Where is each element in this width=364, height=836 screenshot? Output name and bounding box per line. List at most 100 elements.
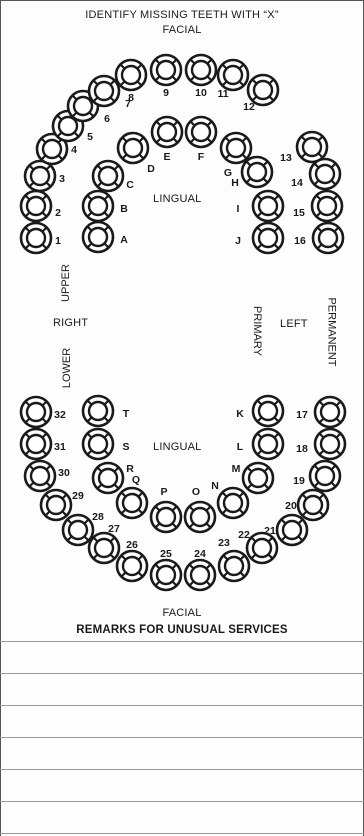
lower-primary-tooth-p[interactable] (151, 502, 181, 532)
lower-permanent-tooth-25[interactable] (151, 560, 181, 590)
upper-permanent-tooth-label-14: 14 (291, 177, 303, 189)
lower-primary-tooth-l[interactable] (253, 429, 283, 459)
upper-primary-tooth-label-d: D (147, 163, 155, 175)
lower-permanent-tooth-30[interactable] (25, 461, 55, 491)
remarks-line[interactable] (0, 705, 364, 706)
upper-permanent-tooth-2[interactable] (21, 191, 51, 221)
upper-permanent-tooth-label-12: 12 (243, 101, 255, 113)
lower-permanent-tooth-label-24: 24 (194, 548, 206, 560)
upper-primary-tooth-label-a: A (120, 234, 128, 246)
lower-permanent-tooth-label-29: 29 (72, 490, 84, 502)
remarks-line[interactable] (0, 801, 364, 802)
upper-primary-tooth-label-e: E (163, 151, 170, 163)
lower-permanent-tooth-29[interactable] (41, 490, 71, 520)
upper-permanent-tooth-10[interactable] (186, 55, 216, 85)
lower-permanent-tooth-18[interactable] (315, 429, 345, 459)
upper-primary-tooth-h[interactable] (242, 157, 272, 187)
remarks-line[interactable] (0, 641, 364, 642)
lower-permanent-tooth-32[interactable] (21, 397, 51, 427)
lower-permanent-tooth-label-19: 19 (293, 475, 305, 487)
lower-primary-tooth-s[interactable] (83, 429, 113, 459)
upper-permanent-tooth-14[interactable] (310, 159, 340, 189)
upper-permanent-tooth-label-10: 10 (195, 87, 207, 99)
lower-permanent-tooth-20[interactable] (298, 490, 328, 520)
upper-permanent-tooth-8[interactable] (116, 60, 146, 90)
remarks-line[interactable] (0, 673, 364, 674)
lower-permanent-tooth-31[interactable] (21, 429, 51, 459)
upper-permanent-tooth-7[interactable] (89, 76, 119, 106)
lower-permanent-tooth-21[interactable] (277, 515, 307, 545)
lower-primary-tooth-label-o: O (192, 486, 200, 498)
lower-primary-tooth-label-m: M (232, 463, 241, 475)
lower-permanent-tooth-17[interactable] (315, 397, 345, 427)
lower-primary-tooth-r[interactable] (93, 463, 123, 493)
lower-permanent-tooth-label-30: 30 (58, 467, 70, 479)
lower-facial-label: FACIAL (0, 607, 364, 619)
upper-primary-tooth-label-i: I (237, 203, 240, 215)
upper-permanent-tooth-label-8: 8 (128, 92, 134, 104)
lower-primary-tooth-n[interactable] (218, 488, 248, 518)
upper-permanent-tooth-13[interactable] (297, 132, 327, 162)
lower-permanent-tooth-23[interactable] (219, 551, 249, 581)
upper-primary-tooth-a[interactable] (83, 222, 113, 252)
lower-primary-tooth-o[interactable] (185, 502, 215, 532)
upper-permanent-tooth-15[interactable] (312, 191, 342, 221)
lower-permanent-tooth-22[interactable] (247, 533, 277, 563)
remarks-line[interactable] (0, 833, 364, 834)
upper-permanent-tooth-label-15: 15 (293, 207, 305, 219)
upper-permanent-tooth-11[interactable] (218, 60, 248, 90)
upper-permanent-tooth-label-2: 2 (55, 207, 61, 219)
lower-permanent-tooth-label-17: 17 (296, 409, 308, 421)
lower-primary-tooth-label-s: S (122, 441, 129, 453)
upper-permanent-tooth-label-16: 16 (294, 235, 306, 247)
upper-permanent-tooth-16[interactable] (313, 223, 343, 253)
lower-permanent-tooth-label-28: 28 (92, 511, 104, 523)
upper-primary-tooth-f[interactable] (186, 117, 216, 147)
lower-permanent-tooth-label-27: 27 (108, 523, 120, 535)
upper-permanent-tooth-label-5: 5 (87, 131, 93, 143)
lower-primary-tooth-label-l: L (237, 441, 244, 453)
lower-permanent-tooth-label-32: 32 (54, 409, 66, 421)
upper-permanent-tooth-label-3: 3 (59, 173, 65, 185)
lower-primary-tooth-t[interactable] (83, 396, 113, 426)
lower-primary-tooth-label-t: T (123, 408, 130, 420)
upper-primary-tooth-g[interactable] (221, 133, 251, 163)
lower-permanent-tooth-label-18: 18 (296, 443, 308, 455)
lower-permanent-tooth-label-23: 23 (218, 537, 230, 549)
upper-primary-tooth-label-b: B (120, 203, 128, 215)
lower-primary-tooth-label-p: P (160, 486, 167, 498)
upper-primary-tooth-b[interactable] (83, 191, 113, 221)
upper-primary-tooth-c[interactable] (93, 161, 123, 191)
upper-permanent-tooth-3[interactable] (25, 161, 55, 191)
remarks-line[interactable] (0, 737, 364, 738)
upper-permanent-tooth-label-1: 1 (55, 235, 61, 247)
upper-primary-tooth-label-c: C (126, 179, 134, 191)
upper-permanent-tooth-1[interactable] (21, 223, 51, 253)
lower-permanent-tooth-label-20: 20 (285, 500, 297, 512)
upper-primary-tooth-d[interactable] (118, 133, 148, 163)
upper-permanent-tooth-label-4: 4 (71, 144, 77, 156)
upper-permanent-tooth-9[interactable] (151, 55, 181, 85)
upper-primary-tooth-e[interactable] (152, 117, 182, 147)
lower-permanent-tooth-28[interactable] (63, 515, 93, 545)
lower-permanent-tooth-label-31: 31 (54, 441, 66, 453)
upper-permanent-tooth-label-11: 11 (217, 88, 228, 100)
upper-permanent-tooth-label-13: 13 (280, 152, 292, 164)
upper-primary-tooth-j[interactable] (253, 223, 283, 253)
remarks-line[interactable] (0, 769, 364, 770)
lower-permanent-tooth-label-26: 26 (126, 539, 138, 551)
lower-primary-tooth-label-r: R (126, 463, 134, 475)
lower-primary-tooth-q[interactable] (117, 488, 147, 518)
lower-primary-tooth-m[interactable] (243, 463, 273, 493)
lower-permanent-tooth-24[interactable] (185, 560, 215, 590)
lower-permanent-tooth-19[interactable] (310, 461, 340, 491)
upper-primary-tooth-i[interactable] (253, 191, 283, 221)
lower-permanent-tooth-26[interactable] (117, 551, 147, 581)
lower-primary-tooth-k[interactable] (253, 396, 283, 426)
lower-primary-tooth-label-k: K (236, 408, 244, 420)
upper-primary-tooth-label-j: J (235, 235, 241, 247)
lower-permanent-tooth-27[interactable] (89, 533, 119, 563)
upper-permanent-tooth-label-6: 6 (104, 113, 110, 125)
